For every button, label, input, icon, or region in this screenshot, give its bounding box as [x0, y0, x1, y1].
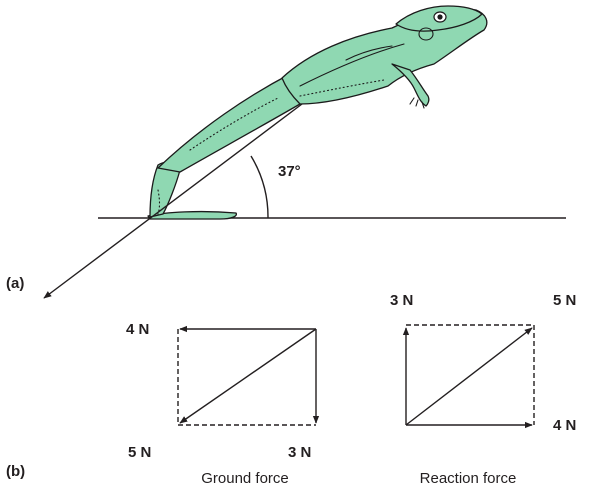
ground-force-caption: Ground force [201, 470, 289, 487]
ground-force-diagram: 4 N 5 N 3 N Ground force [126, 321, 316, 487]
reaction-resultant-arrow [406, 328, 532, 425]
reaction-force-caption: Reaction force [420, 470, 517, 487]
angle-label: 37° [278, 163, 301, 180]
reaction-force-diagram: 3 N 5 N 4 N Reaction force [390, 292, 576, 487]
ground-horizontal-label: 4 N [126, 321, 149, 338]
part-b-label: (b) [6, 463, 25, 480]
reaction-horizontal-label: 4 N [553, 417, 576, 434]
ground-vertical-label: 3 N [288, 444, 311, 461]
part-a-diagram: 37° (a) [6, 6, 566, 298]
ground-resultant-label: 5 N [128, 444, 151, 461]
frog-illustration [148, 6, 487, 219]
reaction-vertical-label: 3 N [390, 292, 413, 309]
ground-resultant-arrow [180, 329, 316, 423]
reaction-resultant-label: 5 N [553, 292, 576, 309]
jump-force-arrow [44, 104, 302, 298]
angle-arc [251, 156, 268, 218]
part-a-label: (a) [6, 275, 24, 292]
